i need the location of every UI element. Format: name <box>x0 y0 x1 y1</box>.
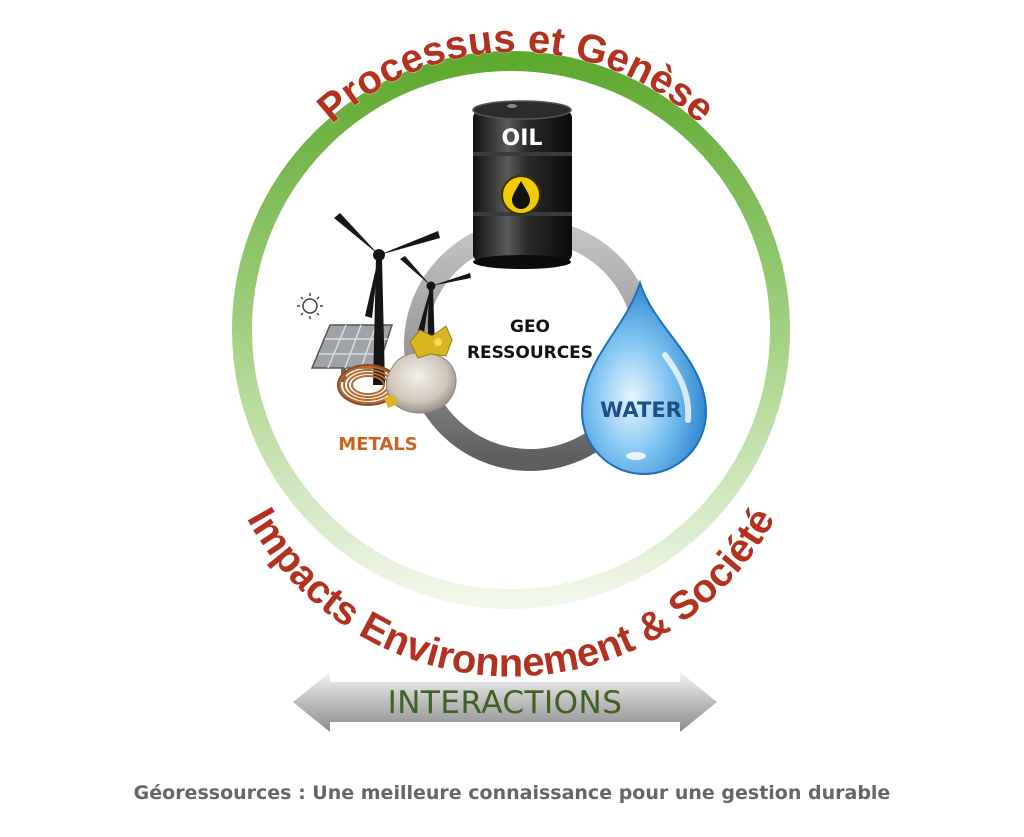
sun-icon <box>297 293 323 319</box>
wind-turbine-icon <box>334 213 440 385</box>
water-drop-icon <box>580 279 708 475</box>
center-label-line2: RESSOURCES <box>467 343 593 363</box>
gold-nugget-icon <box>384 325 457 414</box>
water-label: WATER <box>600 398 682 422</box>
outer-ring <box>232 51 790 609</box>
interactions-label: INTERACTIONS <box>388 685 623 721</box>
caption: Géoressources : Une meilleure connaissan… <box>133 782 891 804</box>
oil-barrel-icon <box>472 100 572 269</box>
center-label-line1: GEO <box>510 317 550 337</box>
oil-label: OIL <box>502 126 543 151</box>
metals-label: METALS <box>338 434 417 455</box>
double-arrow-icon <box>293 672 717 732</box>
